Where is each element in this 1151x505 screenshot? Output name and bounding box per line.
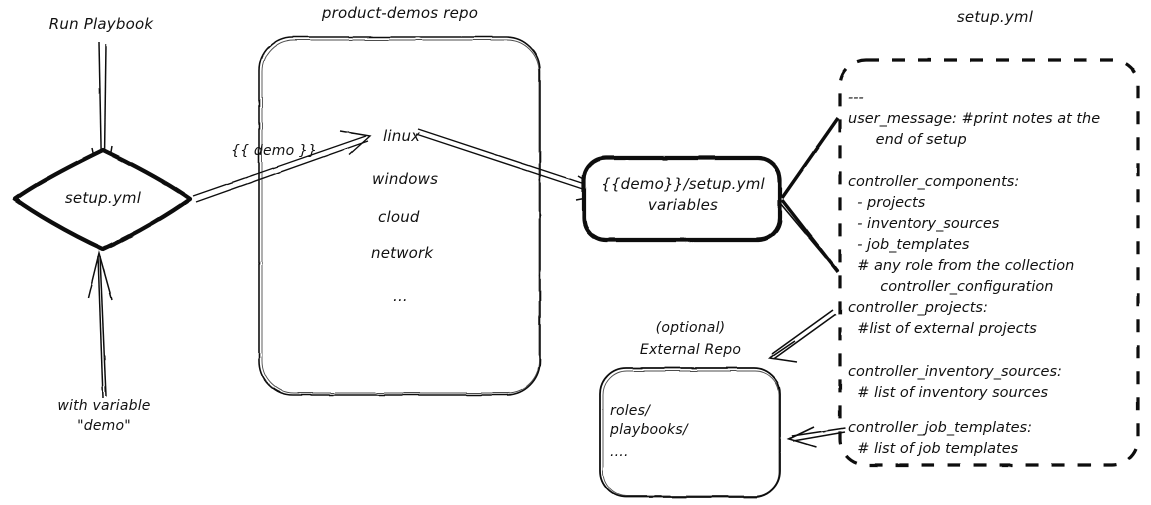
setup-yml-file-title: setup.yml — [956, 8, 1034, 26]
repo-item-ellipsis: ... — [393, 287, 408, 305]
repo-item-linux[interactable]: linux — [383, 127, 421, 145]
run-playbook-label: Run Playbook — [48, 15, 154, 33]
arrow-run-playbook-to-setup — [91, 41, 113, 200]
connector-setupfile-to-variables-top — [780, 117, 840, 199]
setup-yml-block-header: --- user_message: #print notes at the en… — [848, 90, 1101, 148]
setup-yml-block-controller-inventory-sources: controller_inventory_sources: # list of … — [848, 364, 1062, 401]
setup-yml-block-controller-projects: controller_projects: #list of external p… — [848, 300, 1037, 337]
external-repo-item-ellipsis: .... — [610, 444, 629, 460]
connector-setupfile-to-variables-bottom — [779, 198, 840, 274]
with-variable-label-line1: with variable — [57, 398, 151, 414]
setup-yml-block-controller-job-templates: controller_job_templates: # list of job … — [848, 420, 1032, 457]
external-repo-title-line1: (optional) — [655, 320, 726, 336]
with-variable-label-line2: "demo" — [77, 418, 131, 434]
external-repo-item-playbooks: playbooks/ — [610, 422, 688, 438]
repo-item-network[interactable]: network — [371, 244, 434, 262]
setup-yml-block-controller-components: controller_components: - projects - inve… — [848, 174, 1075, 295]
variables-box-line2: variables — [647, 196, 719, 214]
edge-label-demo: {{ demo }} — [231, 143, 318, 159]
repo-item-cloud[interactable]: cloud — [378, 208, 420, 226]
arrow-controller-projects-to-external-repo — [767, 309, 837, 363]
arrow-with-variable-to-setup — [87, 250, 113, 399]
arrow-controller-job-templates-to-external-repo — [786, 426, 846, 448]
arrow-setup-to-linux — [192, 130, 372, 203]
external-repo-title-line2: External Repo — [639, 342, 742, 358]
arrow-linux-to-variables — [415, 128, 610, 201]
setup-yml-diamond-label: setup.yml — [64, 189, 142, 207]
product-demos-repo-title: product-demos repo — [321, 4, 479, 22]
repo-item-windows[interactable]: windows — [372, 170, 439, 188]
variables-box-line1: {{demo}}/setup.yml — [601, 175, 765, 193]
external-repo-item-roles: roles/ — [610, 403, 651, 419]
